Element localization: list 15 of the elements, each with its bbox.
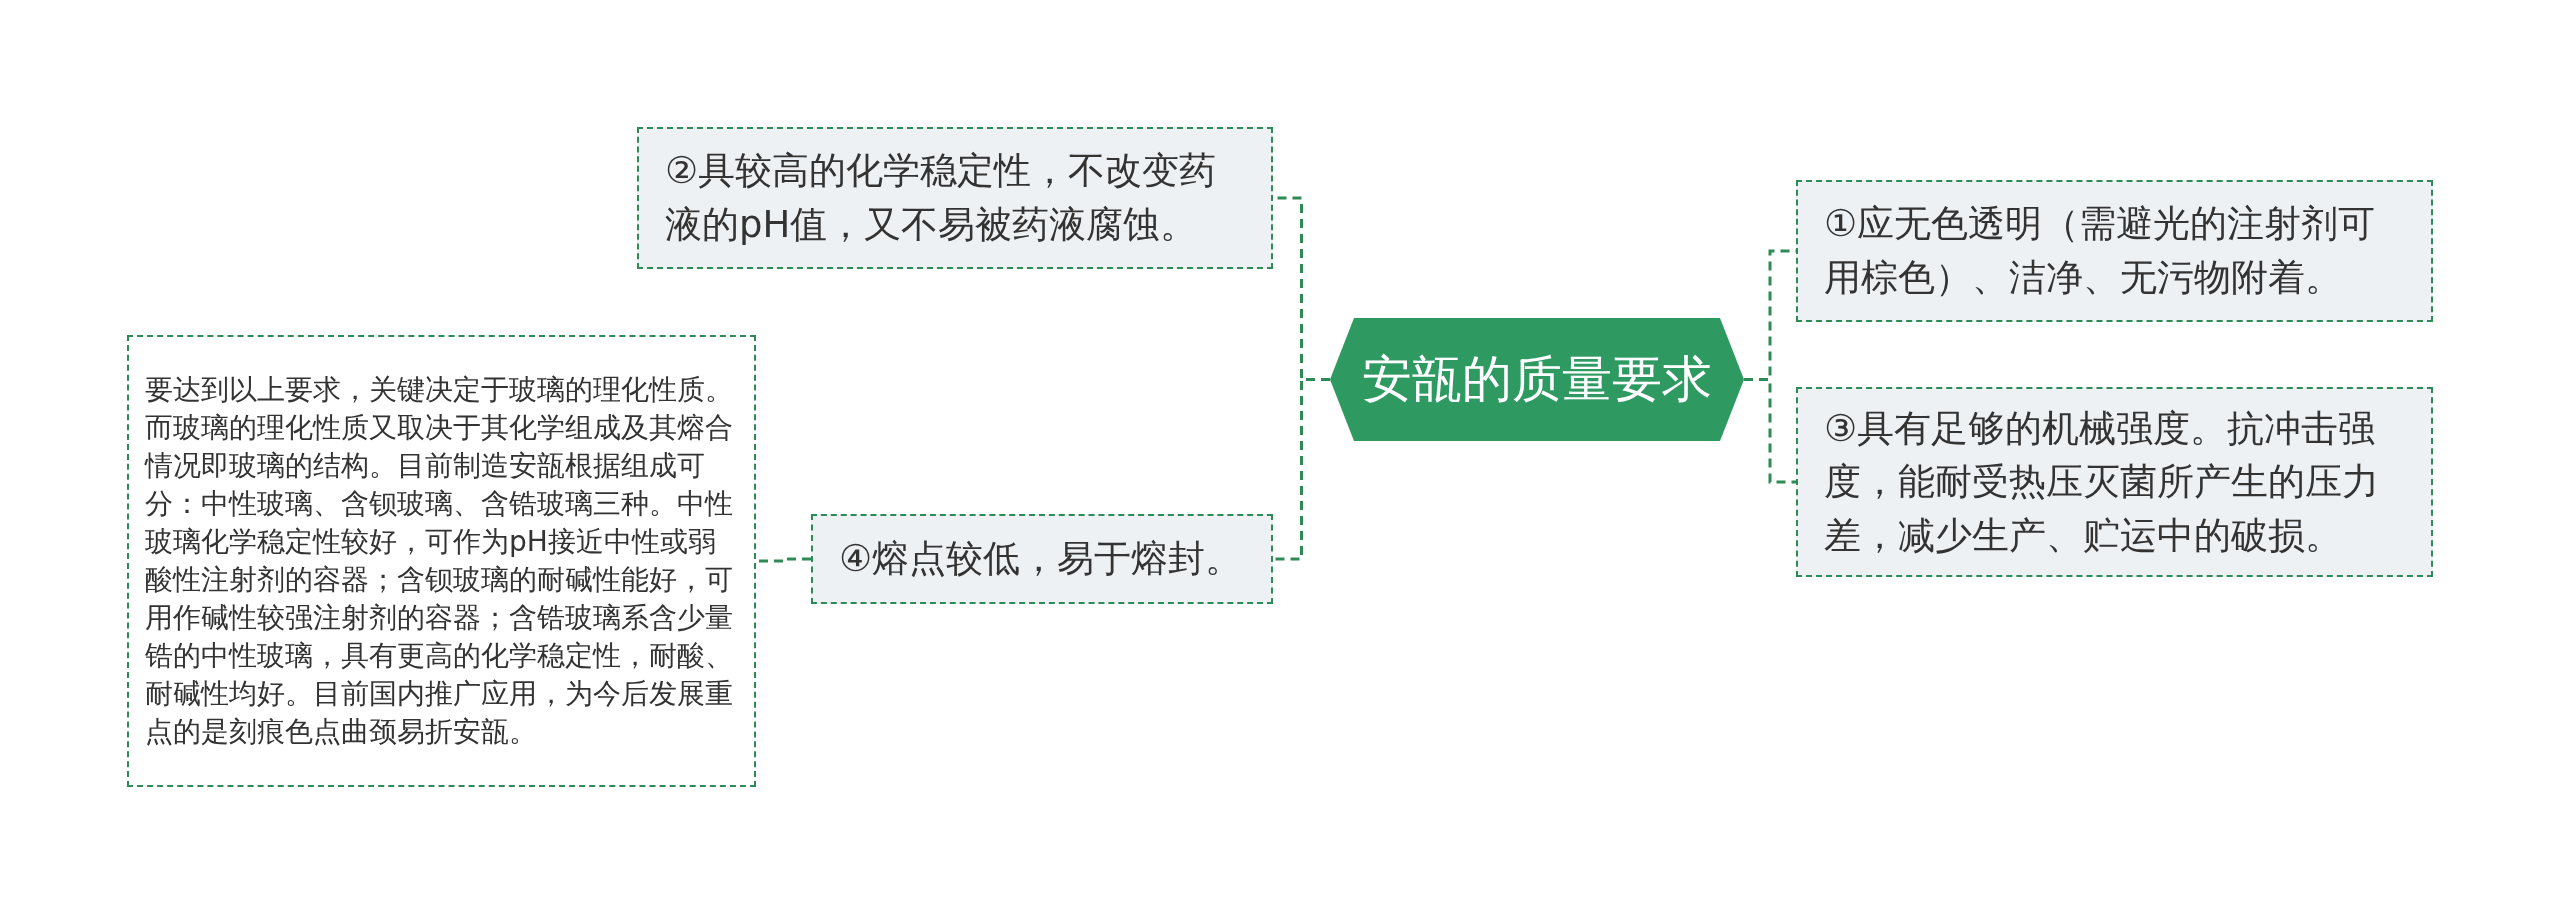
note-text: 要达到以上要求，关键决定于玻璃的理化性质。而玻璃的理化性质又取决于其化学组成及其熔合情况即玻璃的结构。目前制造安瓿根据组成可分：中性玻璃、含钡玻璃、含锆玻璃三种。中性玻璃化学稳定性较好，可作为pH接近中性或弱酸性注射剂的容器；含钡玻璃的耐碱性能好，可用作碱性较强注射剂的容器；含锆玻璃系含少量锆的中性玻璃，具有更高的化学稳定性，耐酸、耐碱性均好。目前国内推广应用，为今后发展重点的是刻痕色点曲颈易折安瓿。: [145, 371, 734, 751]
topic-text: 安瓿的质量要求: [1362, 349, 1712, 410]
requirement-box: [637, 127, 1273, 269]
connector-line: [756, 557, 811, 563]
connector-line: [1273, 378, 1330, 561]
requirement-text: ④熔点较低，易于熔封。: [839, 536, 1243, 583]
requirement-text: ①应无色透明（需避光的注射剂可用棕色）、洁净、无污物附着。: [1824, 201, 2377, 301]
requirement-text: ②具较高的化学稳定性，不改变药液的pH值，又不易被药液腐蚀。: [665, 148, 1218, 248]
requirement-box: [811, 514, 1273, 604]
note-box: [127, 335, 756, 787]
connector-line: [1744, 378, 1796, 484]
requirement-box: [1796, 387, 2433, 577]
requirement-text: ③具有足够的机械强度。抗冲击强度，能耐受热压灭菌所产生的压力差，减少生产、贮运中的破损。: [1824, 405, 2380, 559]
topic-box: [1330, 318, 1744, 441]
requirement-box: [1796, 180, 2433, 322]
